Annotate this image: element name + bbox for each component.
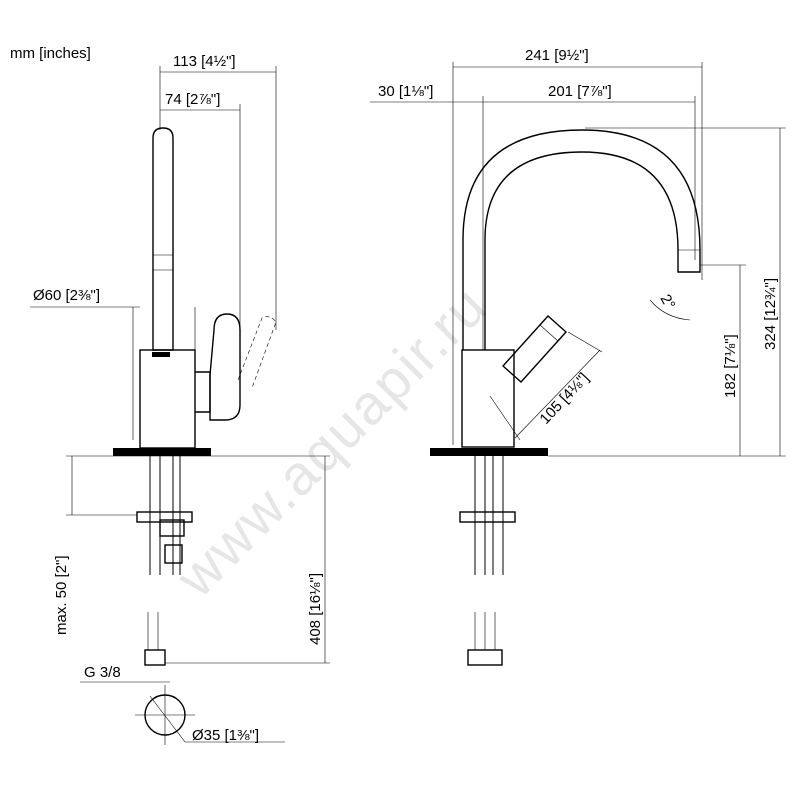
side-view: 113 [4½"] 74 [2⅞"] Ø60 [2⅜"] [30, 53, 330, 745]
dim-lever-length: 105 [4⅛"] [536, 370, 592, 428]
dim-offset: 30 [1⅛"] [378, 83, 433, 100]
units-label: mm [inches] [10, 45, 91, 62]
dim-body-diameter: Ø60 [2⅜"] [33, 287, 100, 304]
dim-thread: G 3/8 [84, 664, 121, 681]
dim-width-lever: 74 [2⅞"] [165, 91, 220, 108]
dim-outlet-height: 182 [7⅛"] [722, 334, 739, 398]
dim-width-total: 113 [4½"] [173, 53, 236, 70]
watermark: www.aquapir.ru [163, 273, 499, 609]
dim-spout-reach: 201 [7⅞"] [548, 83, 612, 100]
dim-total-height: 324 [12¾"] [762, 278, 779, 350]
dim-total-reach: 241 [9½"] [525, 47, 589, 64]
dim-max-thickness: max. 50 [2"] [53, 555, 70, 635]
dim-hole-diameter: Ø35 [1⅜"] [192, 727, 259, 744]
dim-total-length: 408 [16⅛"] [307, 573, 324, 645]
